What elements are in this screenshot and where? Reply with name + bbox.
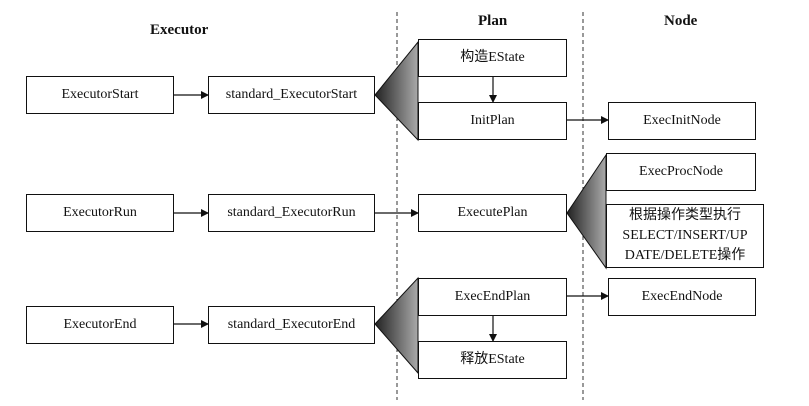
standard-executor-start-box: standard_ExecutorStart <box>208 76 375 114</box>
exec-by-type-line-2: SELECT/INSERT/UP <box>622 228 748 243</box>
exec-end-node-box: ExecEndNode <box>608 278 756 316</box>
executor-end-box: ExecutorEnd <box>26 306 174 344</box>
executor-start-box: ExecutorStart <box>26 76 174 114</box>
release-estate-box: 释放EState <box>418 341 567 379</box>
exec-by-type-line-3: DATE/DELETE操作 <box>624 248 746 263</box>
fan-wedge-end <box>374 276 419 375</box>
standard-executor-run-box: standard_ExecutorRun <box>208 194 375 232</box>
fan-wedge-start <box>374 40 419 142</box>
exec-by-operation-type-box: 根据操作类型执行 SELECT/INSERT/UP DATE/DELETE操作 <box>606 204 764 268</box>
exec-proc-node-box: ExecProcNode <box>606 153 756 191</box>
construct-estate-box: 构造EState <box>418 39 567 77</box>
column-heading-executor: Executor <box>150 22 209 38</box>
execute-plan-box: ExecutePlan <box>418 194 567 232</box>
exec-by-type-line-1: 根据操作类型执行 <box>629 208 741 223</box>
standard-executor-end-box: standard_ExecutorEnd <box>208 306 375 344</box>
executor-run-box: ExecutorRun <box>26 194 174 232</box>
fan-wedge-execute <box>566 153 607 270</box>
exec-end-plan-box: ExecEndPlan <box>418 278 567 316</box>
init-plan-box: InitPlan <box>418 102 567 140</box>
exec-init-node-box: ExecInitNode <box>608 102 756 140</box>
column-heading-plan: Plan <box>478 13 508 29</box>
column-heading-node: Node <box>664 13 698 29</box>
